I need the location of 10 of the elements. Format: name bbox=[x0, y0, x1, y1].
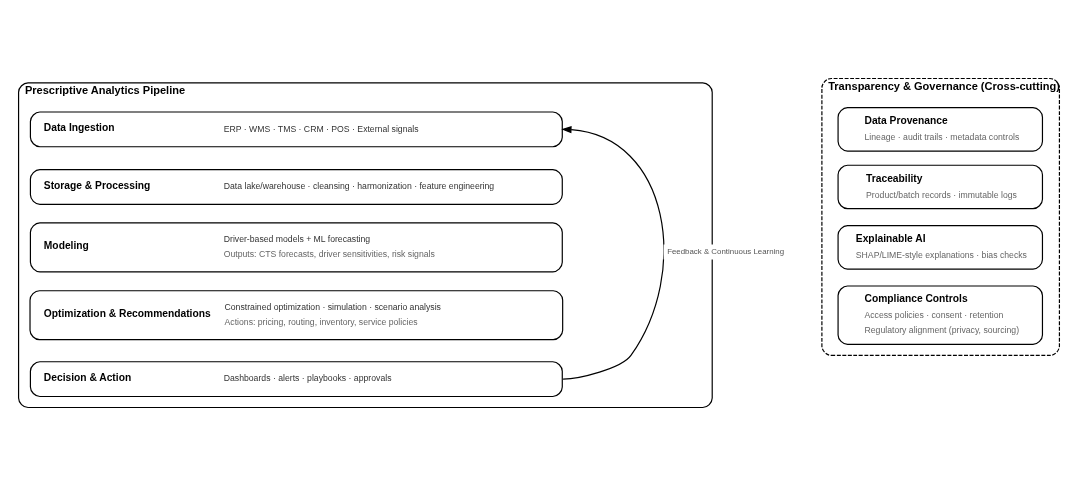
node-box: Decision & Action Dashboards · alerts · playbooks · approvals bbox=[29, 360, 563, 397]
node-box: Traceability Product/batch records · immutable logs bbox=[837, 164, 1044, 209]
node-box: Data Ingestion ERP · WMS · TMS · CRM · POS · External signals bbox=[29, 110, 563, 147]
node-box: Storage & Processing Data lake/warehouse · cleansing · harmonization · feature engineering bbox=[29, 168, 563, 205]
node-box: Optimization & Recommendations Constrained optimization · simulation · scenario analysis Actions: pricing, routing, inventory, service policies bbox=[29, 289, 564, 340]
arrow bbox=[561, 125, 665, 380]
node-box: Modeling Driver-based models + ML forecasting Outputs: CTS forecasts, driver sensitivities, risk signals bbox=[29, 221, 563, 272]
node-box: Compliance Controls Access policies · consent · retention Regulatory alignment (privacy, sourcing) bbox=[837, 284, 1044, 345]
node-box: Data Provenance Lineage · audit trails · metadata controls bbox=[837, 106, 1044, 152]
node-box: Explainable AI SHAP/LIME-style explanations · bias checks bbox=[837, 224, 1044, 270]
